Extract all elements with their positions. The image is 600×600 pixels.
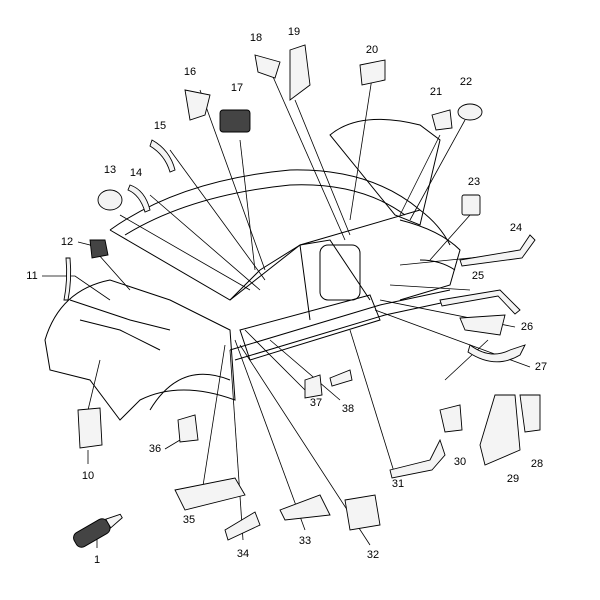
part-20-pad [359, 59, 386, 86]
part-24-bar [459, 234, 536, 267]
part-12-clip [89, 239, 109, 259]
callout-26: 26 [521, 321, 533, 333]
callout-28: 28 [531, 458, 543, 470]
callout-20: 20 [366, 44, 378, 56]
callout-14: 14 [130, 167, 142, 179]
part-14-strip [127, 184, 151, 213]
part-27-cable [467, 344, 526, 363]
part-36-bracket [177, 414, 199, 443]
callout-11: 11 [26, 270, 37, 282]
parts [63, 44, 541, 548]
callout-35: 35 [183, 514, 195, 526]
part-29-reinforcement [479, 394, 521, 466]
part-15-strip [149, 139, 176, 173]
callout-27: 27 [535, 361, 547, 373]
callout-19: 19 [288, 26, 300, 38]
part-33-trim [279, 494, 331, 521]
part-1-adhesive-tube [73, 513, 123, 548]
callout-38: 38 [342, 403, 354, 415]
part-38-strip [329, 369, 353, 387]
callout-31: 31 [392, 478, 404, 490]
part-10-bracket [77, 407, 103, 449]
part-37-bracket [304, 374, 323, 399]
callout-23: 23 [468, 176, 480, 188]
callout-34: 34 [237, 548, 249, 560]
callout-29: 29 [507, 473, 519, 485]
callout-15: 15 [154, 120, 166, 132]
callout-30: 30 [454, 456, 466, 468]
part-22-pad [457, 103, 483, 121]
part-28-bracket [519, 394, 541, 433]
callout-36: 36 [149, 443, 161, 455]
part-26-bracket [459, 314, 506, 336]
part-19-trim [289, 44, 311, 101]
callout-labels: 1 10 11 12 13 14 15 16 17 18 19 20 21 22 23 24 25 26 27 28 2… [26, 26, 547, 566]
callout-24: 24 [510, 222, 522, 234]
callout-18: 18 [250, 32, 262, 44]
part-34-trim [224, 511, 261, 541]
part-31-check-strap [389, 438, 446, 479]
callout-32: 32 [367, 549, 379, 561]
callout-25: 25 [472, 270, 484, 282]
part-32-bracket [344, 494, 381, 531]
callout-33: 33 [299, 535, 311, 547]
callout-12: 12 [61, 236, 73, 248]
part-16-bracket [184, 89, 211, 121]
callout-22: 22 [460, 76, 472, 88]
part-11-hose [63, 257, 72, 301]
callout-1: 1 [94, 554, 100, 566]
car-body-outline [44, 118, 461, 421]
callout-17: 17 [231, 82, 243, 94]
part-35-tray [174, 477, 246, 511]
callout-16: 16 [184, 66, 196, 78]
part-13-grommet [97, 189, 123, 211]
part-21-bracket [431, 109, 453, 131]
part-23-cover [461, 194, 481, 216]
part-18-cap [254, 54, 281, 79]
callout-21: 21 [430, 86, 442, 98]
callout-37: 37 [310, 397, 322, 409]
part-25-bar [439, 289, 521, 315]
part-30-bracket [439, 404, 463, 433]
callout-13: 13 [104, 164, 116, 176]
callout-10: 10 [82, 470, 94, 482]
part-17-module [219, 109, 251, 133]
leader-lines [42, 69, 531, 548]
